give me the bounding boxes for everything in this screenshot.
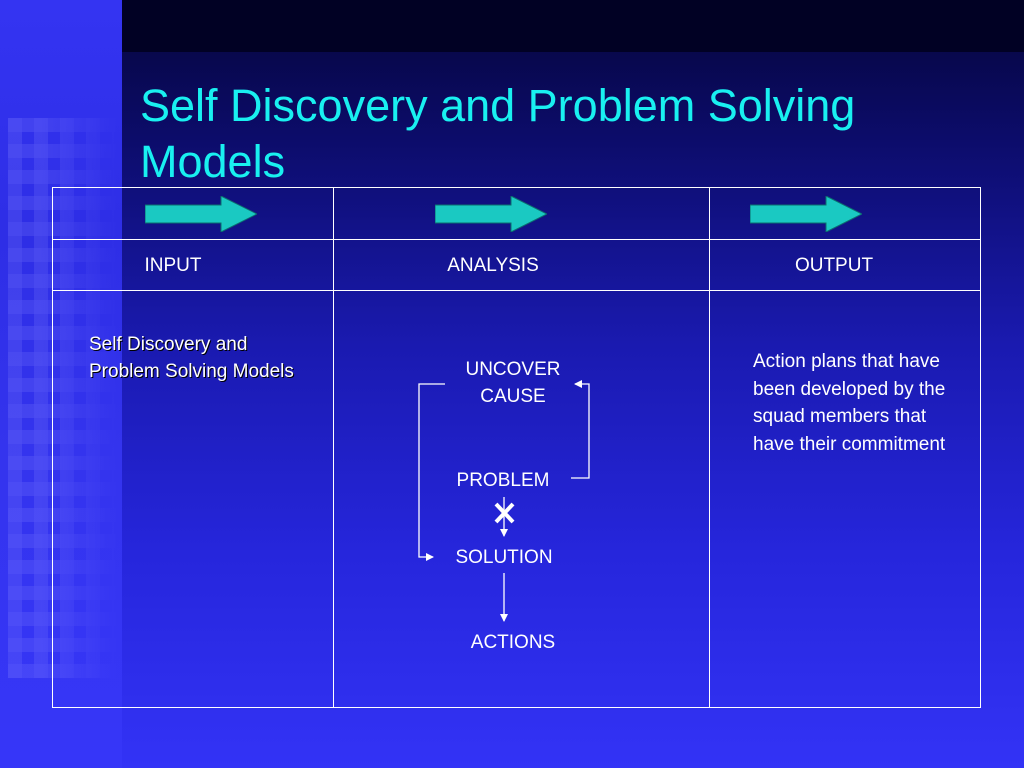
- right-arrow-icon: [145, 196, 257, 232]
- right-arrow-icon: [435, 196, 547, 232]
- flow-actions: ACTIONS: [470, 632, 556, 653]
- column-header-output: OUTPUT: [794, 255, 874, 276]
- flow-uncover-cause: UNCOVER CAUSE: [465, 359, 561, 407]
- right-arrow-icon: [750, 196, 862, 232]
- column-divider-1: [333, 188, 334, 707]
- column-header-analysis: ANALYSIS: [447, 255, 539, 276]
- slide-title: Self Discovery and Problem Solving Model…: [140, 80, 856, 187]
- row-divider-1: [53, 239, 980, 240]
- square-pattern: [8, 118, 118, 678]
- top-dark-band: [122, 0, 1024, 52]
- input-content: Self Discovery and Problem Solving Model…: [89, 334, 294, 382]
- x-mark-icon: [494, 502, 515, 524]
- flow-solution: SOLUTION: [455, 547, 553, 568]
- column-divider-2: [709, 188, 710, 707]
- left-decorative-strip: [0, 0, 122, 768]
- column-header-input: INPUT: [144, 255, 202, 276]
- flow-problem: PROBLEM: [456, 470, 550, 491]
- model-table: INPUT ANALYSIS OUTPUT Self Discovery and…: [52, 187, 981, 708]
- output-content: Action plans that have been developed by…: [753, 351, 946, 455]
- row-divider-2: [53, 290, 980, 291]
